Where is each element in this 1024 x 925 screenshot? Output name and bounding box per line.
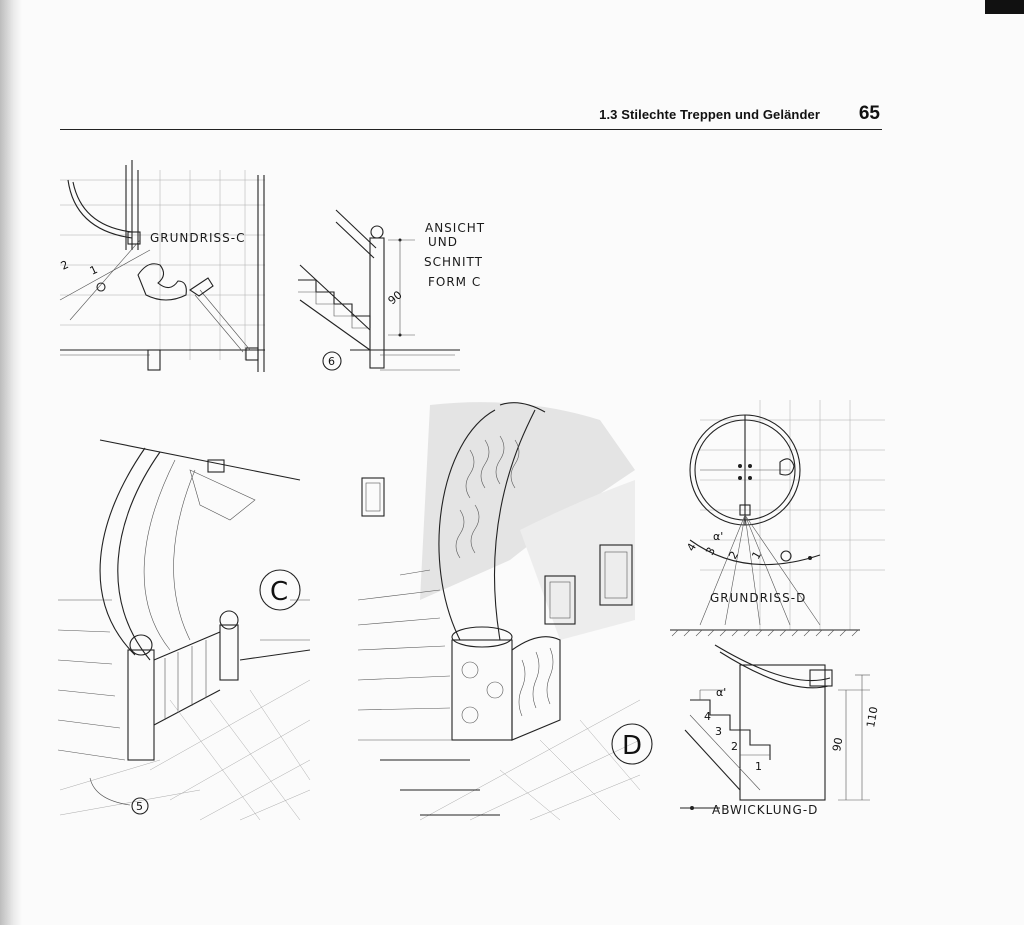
- letter-d-circle: [611, 723, 653, 765]
- svg-text:1: 1: [749, 549, 764, 562]
- abwicklung-alpha: α': [716, 686, 726, 699]
- section-title: 1.3 Stilechte Treppen und Geländer: [599, 107, 820, 122]
- grundriss-c-sketch: 2 1 GRUNDRISS-C: [59, 160, 265, 372]
- running-header: 1.3 Stilechte Treppen und Geländer 65: [60, 100, 882, 130]
- ansicht-line1: ANSICHT: [425, 221, 485, 235]
- abwicklung-d-sketch: 4 3 2 1 α' 90 110 ABWICKLUNG-D: [680, 644, 881, 817]
- marker-6: 6: [328, 355, 335, 368]
- page-gutter-shadow: [0, 0, 22, 925]
- abwicklung-d-label: ABWICKLUNG-D: [712, 803, 818, 817]
- ansicht-line2: UND: [428, 235, 458, 249]
- staircase-d-sketch: D: [357, 402, 653, 821]
- marker-5-circle: [131, 797, 149, 815]
- dim-90-ansicht: 90: [386, 288, 405, 307]
- ansicht-line3: SCHNITT: [424, 255, 483, 269]
- dim-110: 110: [864, 706, 880, 729]
- grundriss-c-label: GRUNDRISS-C: [150, 231, 245, 245]
- svg-text:4: 4: [684, 541, 699, 554]
- abwicklung-step-4: 4: [704, 710, 711, 723]
- scan-edge: [985, 0, 1024, 14]
- letter-c: C: [270, 577, 288, 607]
- ansicht-schnitt-sketch: 6 90 ANSICHT UND SCHNITT FORM C: [298, 209, 485, 371]
- ansicht-line4: FORM C: [428, 275, 481, 289]
- abwicklung-step-2: 2: [731, 740, 738, 753]
- marker-6-circle: [322, 351, 342, 371]
- svg-text:3: 3: [703, 545, 718, 558]
- svg-text:1: 1: [88, 263, 100, 278]
- marker-5: 5: [136, 800, 143, 813]
- dim-90: 90: [830, 736, 845, 752]
- grundriss-d-sketch: 4 3 2 1 α' GRUNDRISS-D: [670, 400, 885, 637]
- grundriss-d-alpha: α': [713, 530, 723, 543]
- page-number: 65: [858, 103, 880, 124]
- staircase-c-sketch: C 5: [57, 439, 311, 821]
- abwicklung-step-3: 3: [715, 725, 722, 738]
- svg-text:2: 2: [59, 258, 71, 273]
- letter-d: D: [622, 731, 642, 761]
- grundriss-d-label: GRUNDRISS-D: [710, 591, 806, 605]
- letter-c-circle: [259, 569, 301, 611]
- abwicklung-step-1: 1: [755, 760, 762, 773]
- header-rule: [60, 128, 882, 130]
